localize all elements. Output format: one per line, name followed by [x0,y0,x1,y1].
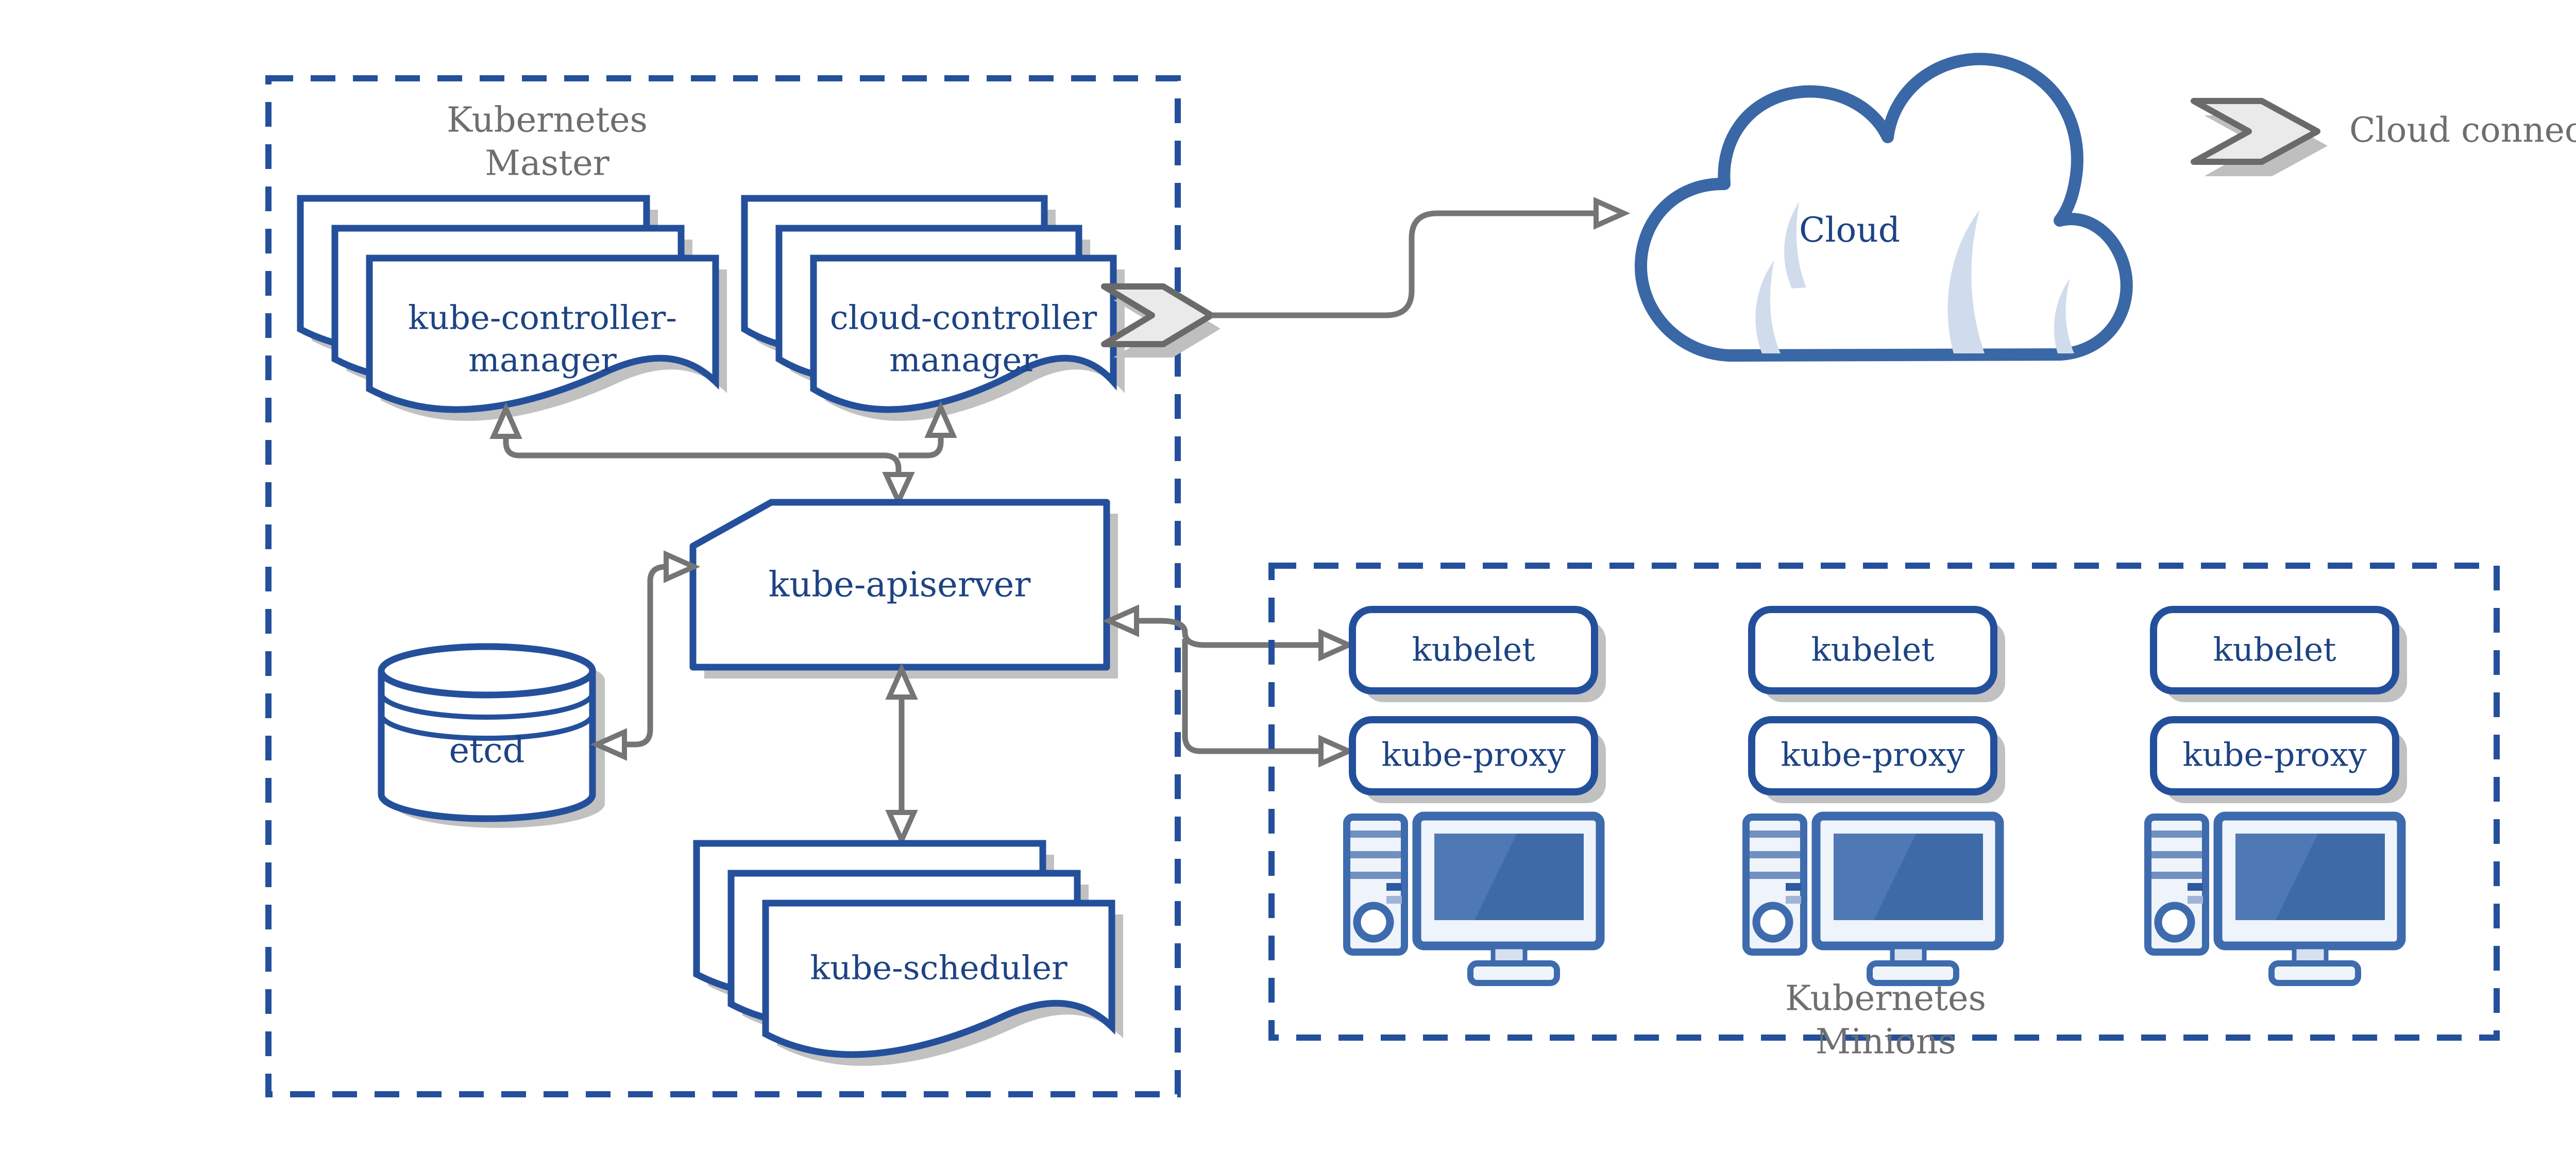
kube-proxy-box [1748,716,1997,795]
kube-apiserver-node: kube-apiserver [689,499,1118,679]
kube-apiserver-label: kube-apiserver [769,565,1031,605]
arrowhead-into-apiserver-top [882,472,915,507]
kubelet-label: kubelet [1412,631,1535,669]
cloud-sliver-4 [2054,278,2074,353]
kube-proxy-box [2150,716,2399,795]
kubelet-label: kubelet [2213,631,2336,669]
cloud-connector-icon [1101,283,1221,358]
cloud-sliver-2 [1755,260,1781,353]
etcd-rim-line-1 [379,692,595,720]
cloud-sliver-1 [1784,202,1806,289]
kube-proxy-label: kube-proxy [2182,736,2367,774]
etcd-node: etcd [378,643,605,828]
cloud-shape [1634,53,2133,362]
legend-chevron-icon [2191,98,2320,165]
computer-icon [1343,811,1605,986]
minion-node-2: kubelet kube-proxy [1742,606,2005,986]
kube-controller-manager-label-line2: manager [468,342,617,380]
kube-proxy-label: kube-proxy [1781,736,1965,774]
connector-etcd-apiserver [590,550,701,761]
arrowhead-into-apiserver-bottom [885,663,918,700]
kubelet-box [2150,606,2399,694]
kube-scheduler-node: kube-scheduler [697,843,1123,1066]
cloud-controller-manager-node: cloud-controller manager [744,198,1125,421]
arrowhead-into-cloud [1594,197,1631,230]
arrowhead-into-apiserver-right [1102,604,1139,637]
minion-node-1: kubelet kube-proxy [1343,606,1606,986]
master-title-line2: Master [485,143,610,183]
kube-proxy-box [1349,716,1598,795]
kube-proxy-label: kube-proxy [1381,736,1566,774]
legend-label: Cloud connector [2349,110,2576,150]
cloud-controller-manager-label-line2: manager [889,342,1038,380]
connector-apiserver-minions [1102,604,1355,768]
kube-scheduler-label: kube-scheduler [810,949,1067,988]
kubernetes-master-group-box [265,75,1181,1097]
computer-icon [1742,811,2004,986]
kubelet-box [1349,606,1598,694]
arrowhead-into-cloud-controller-manager [924,401,957,438]
master-title-line1: Kubernetes [447,100,648,140]
connector-controllers-apiserver [489,401,957,507]
arrowhead-into-etcd [590,728,627,761]
connector-cloud [1211,197,1631,318]
minions-title-line2: Minions [1816,1022,1956,1062]
etcd-label: etcd [449,731,525,771]
computer-icon [2144,811,2406,986]
cloud-sliver-3 [1947,210,1985,353]
arrowhead-into-scheduler [885,810,918,847]
minion-node-3: kubelet kube-proxy [2144,606,2407,986]
cloud-label: Cloud [1799,210,1900,250]
kubernetes-minions-group-box [1268,563,2500,1041]
kube-controller-manager-label-line1: kube-controller- [408,299,677,337]
cloud-controller-manager-label-line1: cloud-controller [830,299,1097,337]
etcd-rim-line-2 [379,714,595,741]
arrowhead-into-kubelet [1318,629,1355,662]
kubelet-label: kubelet [1811,631,1934,669]
kubelet-box [1748,606,1997,694]
arrowhead-into-kube-proxy [1318,735,1355,768]
legend-cloud-connector: Cloud connector [2191,98,2576,176]
cloud-node: Cloud [1634,53,2133,362]
arrowhead-into-apiserver-left [664,550,701,583]
kube-controller-manager-node: kube-controller- manager [300,198,727,421]
connector-apiserver-scheduler [885,663,918,847]
arrowhead-into-kube-controller-manager [489,402,522,439]
